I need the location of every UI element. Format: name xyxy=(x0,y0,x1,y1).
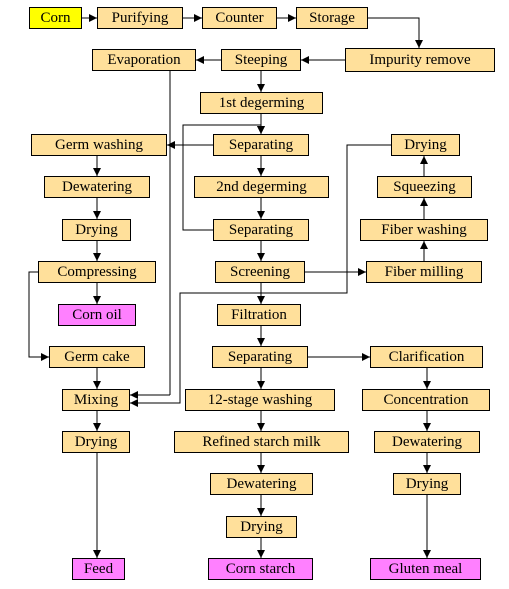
node-filtration: Filtration xyxy=(217,304,301,326)
node-squeezing: Squeezing xyxy=(377,176,472,198)
node-dewatering-gluten: Dewatering xyxy=(374,431,480,453)
node-evaporation: Evaporation xyxy=(92,49,196,71)
arrowhead xyxy=(257,126,265,134)
node-1st-degerming: 1st degerming xyxy=(200,92,323,114)
node-dewatering-starch: Dewatering xyxy=(210,473,313,495)
arrowhead xyxy=(257,508,265,516)
arrowhead xyxy=(130,399,138,407)
arrowhead xyxy=(93,423,101,431)
arrowhead xyxy=(423,381,431,389)
arrowhead xyxy=(423,465,431,473)
arrowhead xyxy=(257,84,265,92)
arrowhead xyxy=(257,423,265,431)
arrowhead xyxy=(93,381,101,389)
arrowhead xyxy=(362,353,370,361)
node-fiber-washing: Fiber washing xyxy=(360,219,488,241)
node-mixing: Mixing xyxy=(62,389,130,411)
arrowhead xyxy=(257,338,265,346)
node-feed: Feed xyxy=(72,558,125,580)
arrowhead xyxy=(358,268,366,276)
node-germ-washing: Germ washing xyxy=(31,134,167,156)
node-counter: Counter xyxy=(202,7,277,29)
node-dewatering-germ: Dewatering xyxy=(44,176,150,198)
arrowhead xyxy=(257,465,265,473)
node-drying-starch: Drying xyxy=(226,516,297,538)
arrowhead xyxy=(167,141,175,149)
flow-arrow-28 xyxy=(28,271,49,358)
arrowhead xyxy=(257,211,265,219)
arrowhead xyxy=(93,211,101,219)
node-drying-feed: Drying xyxy=(62,431,130,453)
arrowhead xyxy=(415,40,423,48)
arrowhead xyxy=(196,56,204,64)
arrowhead xyxy=(257,550,265,558)
arrowhead xyxy=(420,156,428,164)
arrowhead xyxy=(301,56,309,64)
arrowhead xyxy=(93,168,101,176)
node-corn-oil: Corn oil xyxy=(58,304,136,326)
flow-arrow-22 xyxy=(182,124,261,231)
arrowhead xyxy=(93,296,101,304)
node-compressing: Compressing xyxy=(38,261,156,283)
node-corn-starch: Corn starch xyxy=(208,558,313,580)
node-2nd-degerming: 2nd degerming xyxy=(194,176,329,198)
node-12-stage-washing: 12-stage washing xyxy=(185,389,335,411)
node-fiber-milling: Fiber milling xyxy=(366,261,482,283)
arrowhead xyxy=(257,381,265,389)
node-refined-starch-milk: Refined starch milk xyxy=(174,431,349,453)
node-drying-gluten: Drying xyxy=(393,473,461,495)
node-impurity-remove: Impurity remove xyxy=(345,48,495,72)
arrowhead xyxy=(89,14,97,22)
node-gluten-meal: Gluten meal xyxy=(370,558,481,580)
node-drying-germ: Drying xyxy=(62,219,131,241)
node-screening: Screening xyxy=(215,261,305,283)
arrowhead xyxy=(420,198,428,206)
arrowhead xyxy=(420,241,428,249)
node-separating-3: Separating xyxy=(212,346,308,368)
arrowhead xyxy=(257,253,265,261)
node-concentration: Concentration xyxy=(362,389,490,411)
arrowhead xyxy=(41,353,49,361)
node-purifying: Purifying xyxy=(97,7,183,29)
arrowhead xyxy=(423,550,431,558)
arrowhead xyxy=(257,296,265,304)
arrowhead xyxy=(288,14,296,22)
node-corn: Corn xyxy=(29,7,82,29)
node-storage: Storage xyxy=(296,7,368,29)
node-germ-cake: Germ cake xyxy=(49,346,145,368)
arrowhead xyxy=(257,168,265,176)
node-clarification: Clarification xyxy=(370,346,483,368)
node-separating-2: Separating xyxy=(213,219,309,241)
node-drying-fiber: Drying xyxy=(391,134,460,156)
arrowhead xyxy=(130,391,138,399)
arrowhead xyxy=(93,550,101,558)
node-steeping: Steeping xyxy=(221,49,301,71)
flow-arrow-4 xyxy=(368,17,420,48)
node-separating-1: Separating xyxy=(213,134,309,156)
arrowhead xyxy=(194,14,202,22)
flow-arrow-36 xyxy=(130,144,391,404)
arrowhead xyxy=(423,423,431,431)
arrowhead xyxy=(93,253,101,261)
